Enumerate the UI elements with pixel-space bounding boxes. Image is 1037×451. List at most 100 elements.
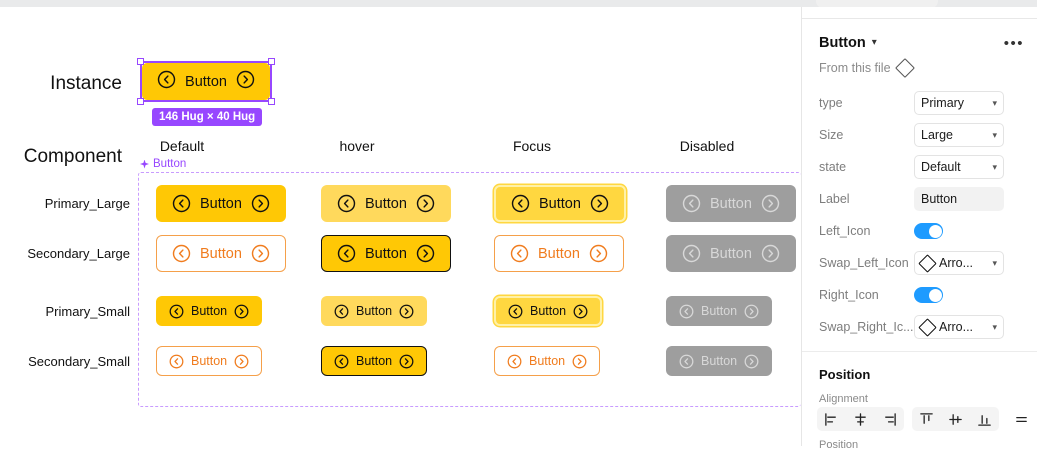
button-label: Button <box>365 195 407 212</box>
property-row-swap-left-icon[interactable]: Swap_Left_Icon Arro... ▾ <box>819 251 1022 275</box>
resize-handle-top-left[interactable] <box>137 58 144 65</box>
button-label: Button <box>701 304 738 318</box>
chevron-left-circle-icon <box>511 194 530 213</box>
chevron-right-circle-icon <box>251 244 270 263</box>
component-diamond-icon <box>140 159 149 169</box>
button-secondary-small-default[interactable]: Button <box>156 346 263 376</box>
property-row-right-icon[interactable]: Right_Icon <box>819 283 1022 307</box>
alignment-toolbar[interactable] <box>817 407 1036 431</box>
chevron-left-circle-icon <box>172 194 191 213</box>
button-secondary-small-focus[interactable]: Button <box>494 346 601 376</box>
align-top-icon[interactable] <box>912 407 941 431</box>
row-label-secondary-large: Secondary_Large <box>27 246 130 261</box>
inspector-title-row[interactable]: Button ▾ ••• <box>819 35 1024 51</box>
design-canvas[interactable]: Instance Component Button 146 Hug × 40 H… <box>0 7 801 446</box>
chevron-left-circle-icon <box>334 304 349 319</box>
component-set-name[interactable]: Button <box>140 158 186 170</box>
chevron-right-circle-icon <box>236 70 255 93</box>
chevron-right-circle-icon <box>416 244 435 263</box>
resize-handle-bottom-right[interactable] <box>268 98 275 105</box>
select-state-value: Default <box>921 160 961 174</box>
vertical-align-group[interactable] <box>912 407 999 431</box>
more-options-icon[interactable]: ••• <box>1003 34 1024 52</box>
select-size-value: Large <box>921 128 953 142</box>
select-swap-left-icon-value: Arro... <box>939 256 974 270</box>
select-swap-right-icon[interactable]: Arro... ▾ <box>914 315 1004 339</box>
align-left-icon[interactable] <box>817 407 846 431</box>
chevron-down-icon: ▾ <box>992 321 997 332</box>
align-horizontal-center-icon[interactable] <box>846 407 875 431</box>
chevron-left-circle-icon <box>679 304 694 319</box>
button-label: Button <box>710 195 752 212</box>
align-right-icon[interactable] <box>875 407 904 431</box>
size-badge: 146 Hug × 40 Hug <box>152 108 263 126</box>
inspector-top-divider <box>802 18 1037 19</box>
button-label: Button <box>710 245 752 262</box>
button-label: Button <box>200 245 242 262</box>
chevron-left-circle-icon <box>169 354 184 369</box>
label-text-input[interactable]: Button <box>914 187 1004 211</box>
chevron-right-circle-icon <box>744 354 759 369</box>
toggle-right-icon[interactable] <box>914 287 943 303</box>
button-secondary-large-hover[interactable]: Button <box>321 235 451 272</box>
component-set-name-label: Button <box>153 158 187 170</box>
button-secondary-large-default[interactable]: Button <box>156 235 286 272</box>
align-bottom-icon[interactable] <box>970 407 999 431</box>
distribute-icon[interactable] <box>1007 407 1036 431</box>
property-row-type[interactable]: type Primary ▾ <box>819 91 1022 115</box>
button-label: Button <box>539 195 581 212</box>
column-header-default: Default <box>159 138 205 154</box>
button-primary-small-focus[interactable]: Button <box>494 296 603 326</box>
property-row-swap-right-icon[interactable]: Swap_Right_Ic... Arro... ▾ <box>819 315 1022 339</box>
button-primary-small-hover[interactable]: Button <box>321 296 428 326</box>
resize-handle-bottom-left[interactable] <box>137 98 144 105</box>
row-label-primary-large: Primary_Large <box>44 196 130 211</box>
property-label-state: state <box>819 160 847 174</box>
chevron-right-circle-icon <box>761 194 780 213</box>
top-toolbar-pill <box>816 0 938 8</box>
button-label: Button <box>356 304 393 318</box>
property-row-size[interactable]: Size Large ▾ <box>819 123 1022 147</box>
horizontal-align-group[interactable] <box>817 407 904 431</box>
button-label: Button <box>530 304 567 318</box>
position-section-title: Position <box>819 367 871 382</box>
chevron-right-circle-icon <box>590 194 609 213</box>
toggle-knob <box>928 224 942 238</box>
button-secondary-large-focus[interactable]: Button <box>494 235 624 272</box>
button-label: Button <box>356 354 393 368</box>
button-primary-large-default[interactable]: Button <box>156 185 286 222</box>
select-size[interactable]: Large ▾ <box>914 123 1004 147</box>
panel-divider <box>801 7 802 446</box>
chevron-left-circle-icon <box>510 244 529 263</box>
component-section-label: Component <box>23 146 122 167</box>
instance-button-label: Button <box>185 73 227 90</box>
chevron-left-circle-icon <box>507 354 522 369</box>
select-state[interactable]: Default ▾ <box>914 155 1004 179</box>
property-row-label[interactable]: Label Button <box>819 187 1022 211</box>
select-swap-left-icon[interactable]: Arro... ▾ <box>914 251 1004 275</box>
chevron-left-circle-icon <box>157 70 176 93</box>
diamond-icon <box>918 317 937 337</box>
chevron-down-icon: ▾ <box>992 161 997 172</box>
toggle-left-icon[interactable] <box>914 223 943 239</box>
properties-inspector-panel[interactable]: Button ▾ ••• From this file type Primary… <box>802 7 1037 451</box>
property-row-state[interactable]: state Default ▾ <box>819 155 1022 179</box>
property-label-label: Label <box>819 192 850 206</box>
section-divider <box>802 351 1037 352</box>
select-type[interactable]: Primary ▾ <box>914 91 1004 115</box>
button-secondary-small-hover[interactable]: Button <box>321 346 428 376</box>
resize-handle-top-right[interactable] <box>268 58 275 65</box>
property-label-swap-right-icon: Swap_Right_Ic... <box>819 320 914 334</box>
align-vertical-center-icon[interactable] <box>941 407 970 431</box>
instance-button[interactable]: Button <box>137 58 275 105</box>
button-primary-large-hover[interactable]: Button <box>321 185 451 222</box>
button-label: Button <box>701 354 738 368</box>
button-primary-small-default[interactable]: Button <box>156 296 263 326</box>
chevron-right-circle-icon <box>234 354 249 369</box>
chevron-left-circle-icon <box>682 194 701 213</box>
property-row-left-icon[interactable]: Left_Icon <box>819 219 1022 243</box>
selected-instance-wrapper[interactable]: Button 146 Hug × 40 Hug <box>137 58 275 126</box>
chevron-down-icon[interactable]: ▾ <box>871 37 877 48</box>
property-label-right-icon: Right_Icon <box>819 288 879 302</box>
button-primary-large-focus[interactable]: Button <box>494 185 626 222</box>
